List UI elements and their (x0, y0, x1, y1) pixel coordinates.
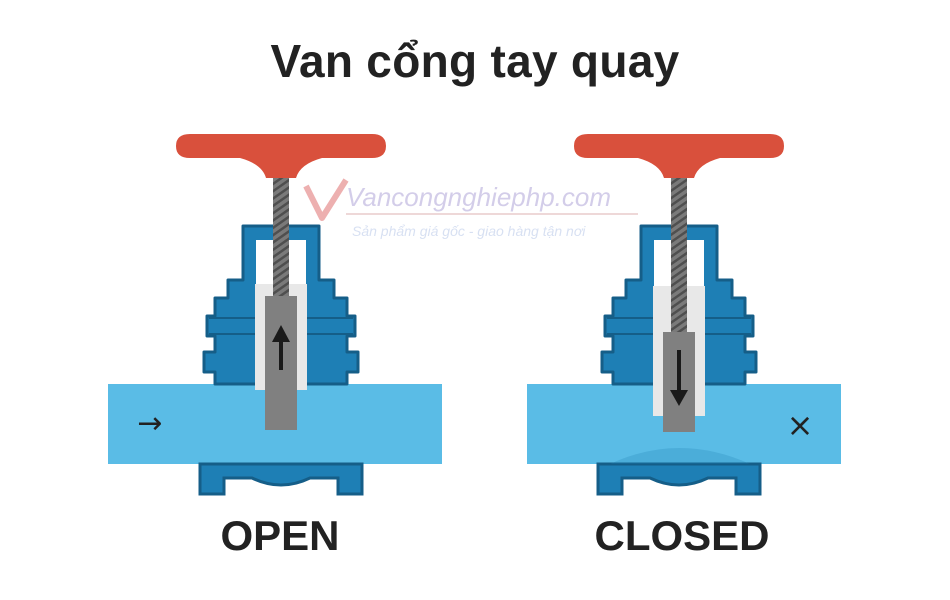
down-arrow-icon (670, 350, 688, 406)
diagram-title: Van cổng tay quay (270, 35, 680, 87)
watermark-site: Vancongnghiephp.com (346, 182, 611, 212)
bottom-flange (596, 462, 762, 496)
open-valve: → OPEN (108, 134, 442, 559)
stem (671, 172, 687, 336)
stem (273, 172, 289, 300)
handwheel (574, 134, 784, 178)
closed-valve: × CLOSED (527, 134, 841, 559)
open-label: OPEN (220, 512, 339, 559)
closed-label: CLOSED (594, 512, 769, 559)
handwheel (176, 134, 386, 178)
flow-direction-arrow: → (137, 406, 162, 441)
watermark-tagline: Sản phẩm giá gốc - giao hàng tận nơi (352, 223, 586, 239)
up-arrow-icon (272, 325, 290, 370)
blocked-flow-icon: × (787, 406, 814, 444)
watermark: Vancongnghiephp.com Sản phẩm giá gốc - g… (303, 178, 638, 239)
watermark-logo (303, 178, 349, 221)
bottom-flange (198, 462, 364, 496)
